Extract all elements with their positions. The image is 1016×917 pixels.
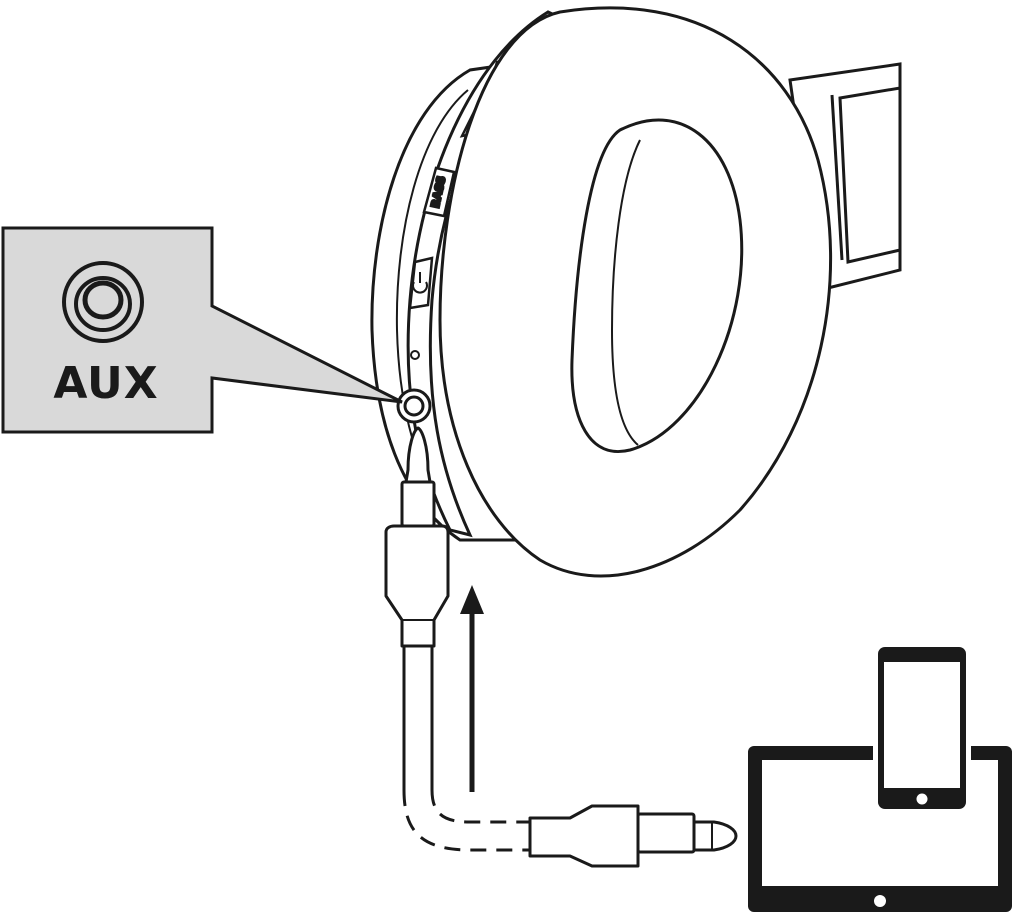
ear-cushion xyxy=(438,6,833,578)
power-icon xyxy=(412,272,428,294)
device-plug xyxy=(528,804,738,868)
power-button[interactable] xyxy=(408,256,434,310)
aux-label: AUX xyxy=(53,358,158,409)
headphone-plug xyxy=(384,426,450,648)
insert-direction-arrow xyxy=(460,585,484,792)
led-indicator xyxy=(410,350,420,360)
smartphone-icon xyxy=(873,642,971,814)
bass-button[interactable]: BASS xyxy=(422,166,456,218)
aux-jack-icon xyxy=(62,261,144,343)
aux-port[interactable] xyxy=(396,388,432,424)
aux-callout: AUX xyxy=(1,226,403,434)
cushion-inner-opening xyxy=(570,118,744,453)
audio-cable xyxy=(402,646,530,852)
